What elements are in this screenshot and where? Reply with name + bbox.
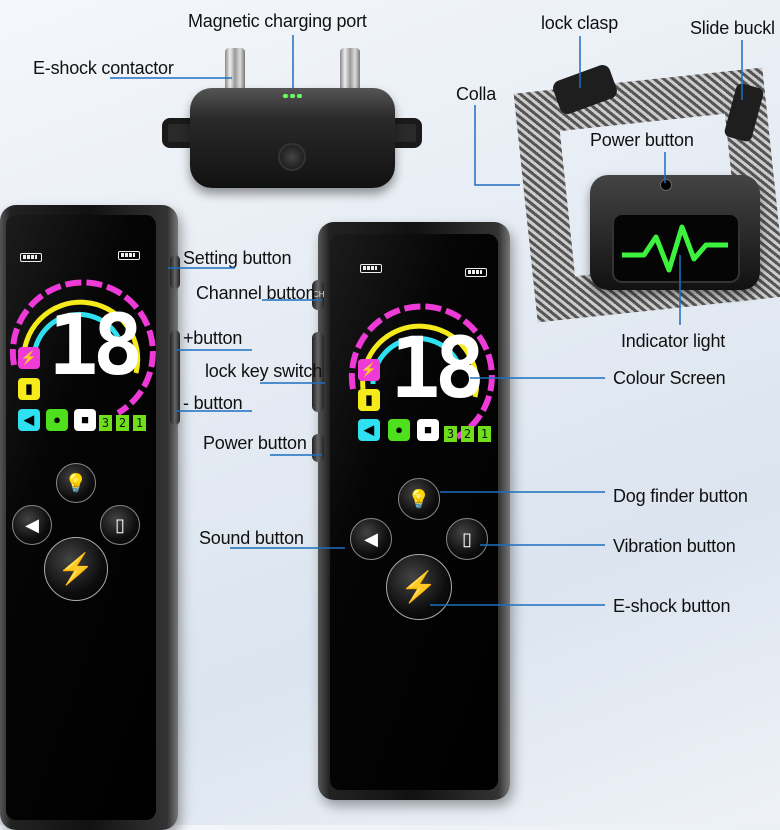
label-e-shock-button: E-shock button	[613, 596, 731, 616]
label-magnetic-charging-port: Magnetic charging port	[188, 11, 367, 31]
channel-button-label: CH	[313, 290, 325, 299]
dog-finder-button[interactable]: 💡	[398, 478, 440, 520]
remote-screen: 18 ⚡ ▮ ◀ ● ■ 3 2 1 💡 ◀ ▯ ⚡	[330, 234, 498, 790]
setting-button[interactable]	[170, 255, 180, 289]
power-button[interactable]	[312, 434, 324, 462]
receiver-body	[190, 88, 395, 188]
pink-arc	[348, 303, 495, 440]
channel-3: 3	[444, 426, 457, 442]
dog-finder-button[interactable]: 💡	[56, 463, 96, 503]
lock-icon: ■	[74, 409, 96, 431]
e-shock-button[interactable]: ⚡	[386, 554, 452, 620]
label-indicator-light: Indicator light	[621, 331, 726, 351]
receiver-unit	[160, 40, 425, 195]
yellow-arc	[21, 299, 141, 374]
level-display: 18	[390, 319, 485, 417]
channel-2: 2	[116, 415, 129, 431]
remote-battery-icon	[118, 251, 140, 260]
e-shock-contactor-left	[225, 48, 245, 100]
channel-1: 1	[133, 415, 146, 431]
label-vibration-button: Vibration button	[613, 536, 736, 556]
label-lock-key-switch: lock key switch	[205, 361, 323, 381]
light-icon: ●	[46, 409, 68, 431]
lock-icon: ■	[417, 419, 439, 441]
receiver-power-button[interactable]	[278, 143, 306, 171]
plus-minus-rocker[interactable]	[170, 330, 180, 425]
sound-button[interactable]: ◀	[12, 505, 52, 545]
label-collar-power-button: Power button	[590, 130, 694, 150]
label-setting-button: Setting button	[183, 248, 292, 268]
label-plus-button: +button	[183, 328, 243, 348]
cyan-arc	[31, 311, 121, 361]
label-power-button: Power button	[203, 433, 307, 453]
sound-icon: ◀	[358, 419, 380, 441]
collar-power-button[interactable]	[660, 179, 672, 191]
e-shock-contactor-right	[340, 48, 360, 100]
indicator-screen	[612, 213, 740, 283]
remote-left: 18 ⚡ ▮ ◀ ● ■ 3 2 1 💡 ◀ ▯ ⚡	[0, 205, 180, 830]
channel-2: 2	[461, 426, 474, 442]
collar	[505, 62, 780, 330]
indicator-light-wave-icon	[622, 224, 728, 273]
label-sound-button: Sound button	[199, 528, 304, 548]
level-arcs	[9, 279, 156, 416]
sound-button[interactable]: ◀	[350, 518, 392, 560]
battery-icon	[20, 253, 42, 262]
remote-right: CH 18 ⚡ ▮ ◀ ● ■ 3 2 1 💡 ◀ ▯ ⚡	[312, 222, 510, 800]
label-lock-clasp: lock clasp	[541, 13, 619, 33]
channel-button[interactable]: CH	[312, 280, 325, 310]
shock-icon: ⚡	[358, 359, 380, 381]
label-e-shock-contactor: E-shock contactor	[33, 58, 174, 78]
lock-key-switch[interactable]	[312, 332, 324, 412]
shock-icon: ⚡	[18, 347, 40, 369]
collar-receiver	[590, 175, 760, 290]
vibration-button[interactable]: ▯	[446, 518, 488, 560]
light-icon: ●	[388, 419, 410, 441]
slide-buckle	[723, 82, 765, 143]
vibration-icon: ▮	[358, 389, 380, 411]
label-collar: Colla	[456, 84, 497, 104]
vibration-button[interactable]: ▯	[100, 505, 140, 545]
pink-arc	[9, 279, 156, 416]
charging-port-led	[282, 94, 302, 98]
label-dog-finder-button: Dog finder button	[613, 486, 748, 506]
remote-screen: 18 ⚡ ▮ ◀ ● ■ 3 2 1 💡 ◀ ▯ ⚡	[6, 215, 156, 820]
level-display: 18	[48, 296, 143, 394]
vibration-icon: ▮	[18, 378, 40, 400]
label-channel-button: Channel button	[196, 283, 316, 303]
sound-icon: ◀	[18, 409, 40, 431]
e-shock-button[interactable]: ⚡	[44, 537, 108, 601]
label-slide-buckle: Slide buckl	[690, 18, 775, 38]
remote-battery-icon	[465, 268, 487, 277]
battery-icon	[360, 264, 382, 273]
label-minus-button: - button	[183, 393, 243, 413]
channel-3: 3	[99, 415, 112, 431]
channel-1: 1	[478, 426, 491, 442]
label-colour-screen: Colour Screen	[613, 368, 726, 388]
